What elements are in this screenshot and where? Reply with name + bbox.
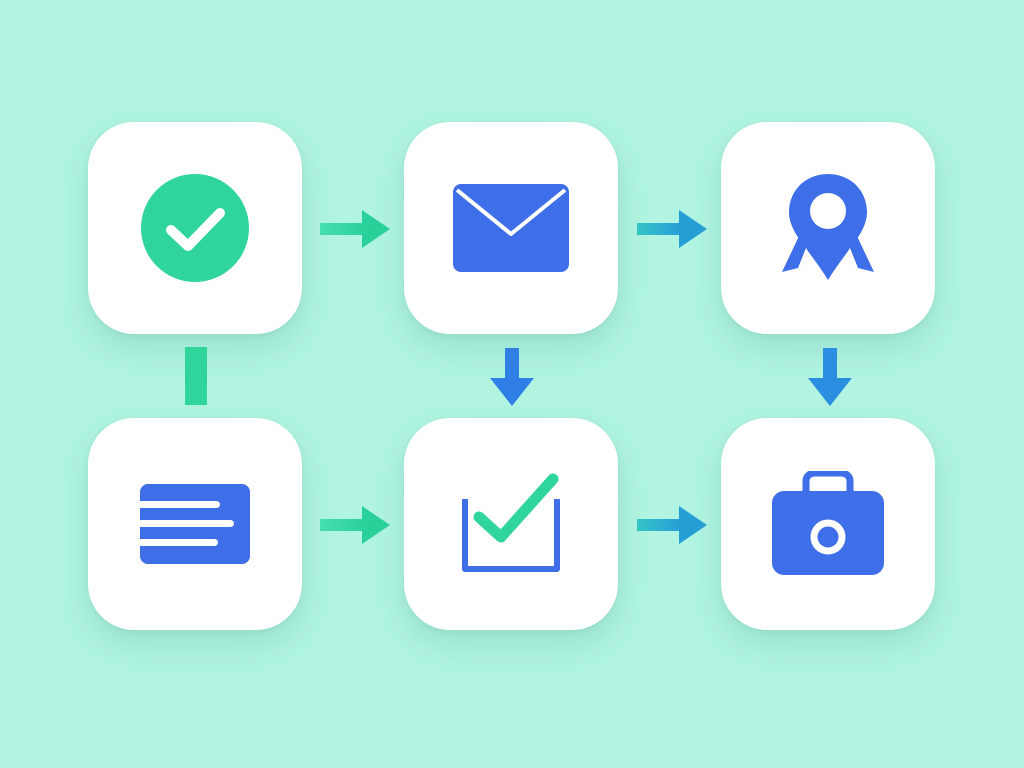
arrow-step2-to-step5 xyxy=(488,348,536,408)
step-tile-document[interactable] xyxy=(88,418,302,630)
checked-box-icon xyxy=(462,473,560,572)
arrow-step3-to-step6 xyxy=(806,348,854,408)
arrow-step1-to-step2 xyxy=(320,208,392,250)
camera-bag-icon xyxy=(772,471,884,575)
arrow-step5-to-step6 xyxy=(637,504,709,546)
step-tile-check[interactable] xyxy=(88,122,302,334)
step-tile-approve[interactable] xyxy=(404,418,618,630)
line-step1-to-step4 xyxy=(185,347,207,405)
location-pin-icon xyxy=(782,174,874,280)
step-tile-camera[interactable] xyxy=(721,418,935,630)
arrow-step4-to-step5 xyxy=(320,504,392,546)
step-tile-mail[interactable] xyxy=(404,122,618,334)
check-circle-icon xyxy=(141,174,249,282)
envelope-icon xyxy=(453,184,569,272)
step-tile-location[interactable] xyxy=(721,122,935,334)
text-lines-card-icon xyxy=(140,484,250,564)
arrow-step2-to-step3 xyxy=(637,208,709,250)
